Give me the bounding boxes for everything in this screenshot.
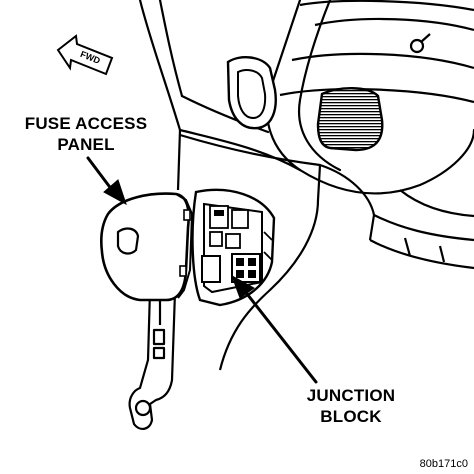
fuse-access-panel-label-line-1: FUSE ACCESS — [24, 114, 148, 133]
fuse-access-panel-cover — [99, 192, 194, 302]
figure-reference-code: 80b171c0 — [419, 458, 468, 470]
junction-block-label-line-2: BLOCK — [320, 407, 382, 426]
junction-block-label-line-1: JUNCTION — [306, 386, 396, 405]
junction-block-arrowhead — [231, 274, 255, 299]
air-vent — [226, 56, 277, 130]
mounting-bracket — [128, 288, 177, 430]
forward-arrow-icon: FWD — [56, 34, 114, 76]
junction-block-leader-line — [242, 288, 318, 384]
lower-trim-panel — [176, 129, 474, 371]
instrument-panel-shell — [138, 0, 474, 195]
junction-block-opening — [191, 188, 276, 307]
lower-vent-grille — [316, 87, 384, 152]
fuse-panel-arrowhead — [103, 179, 127, 206]
fuse-panel-leader-line — [86, 156, 114, 192]
fuse-access-panel-label-line-2: PANEL — [57, 135, 115, 154]
callout-arrows — [86, 156, 318, 384]
instrument-cluster-bezel — [279, 0, 474, 104]
